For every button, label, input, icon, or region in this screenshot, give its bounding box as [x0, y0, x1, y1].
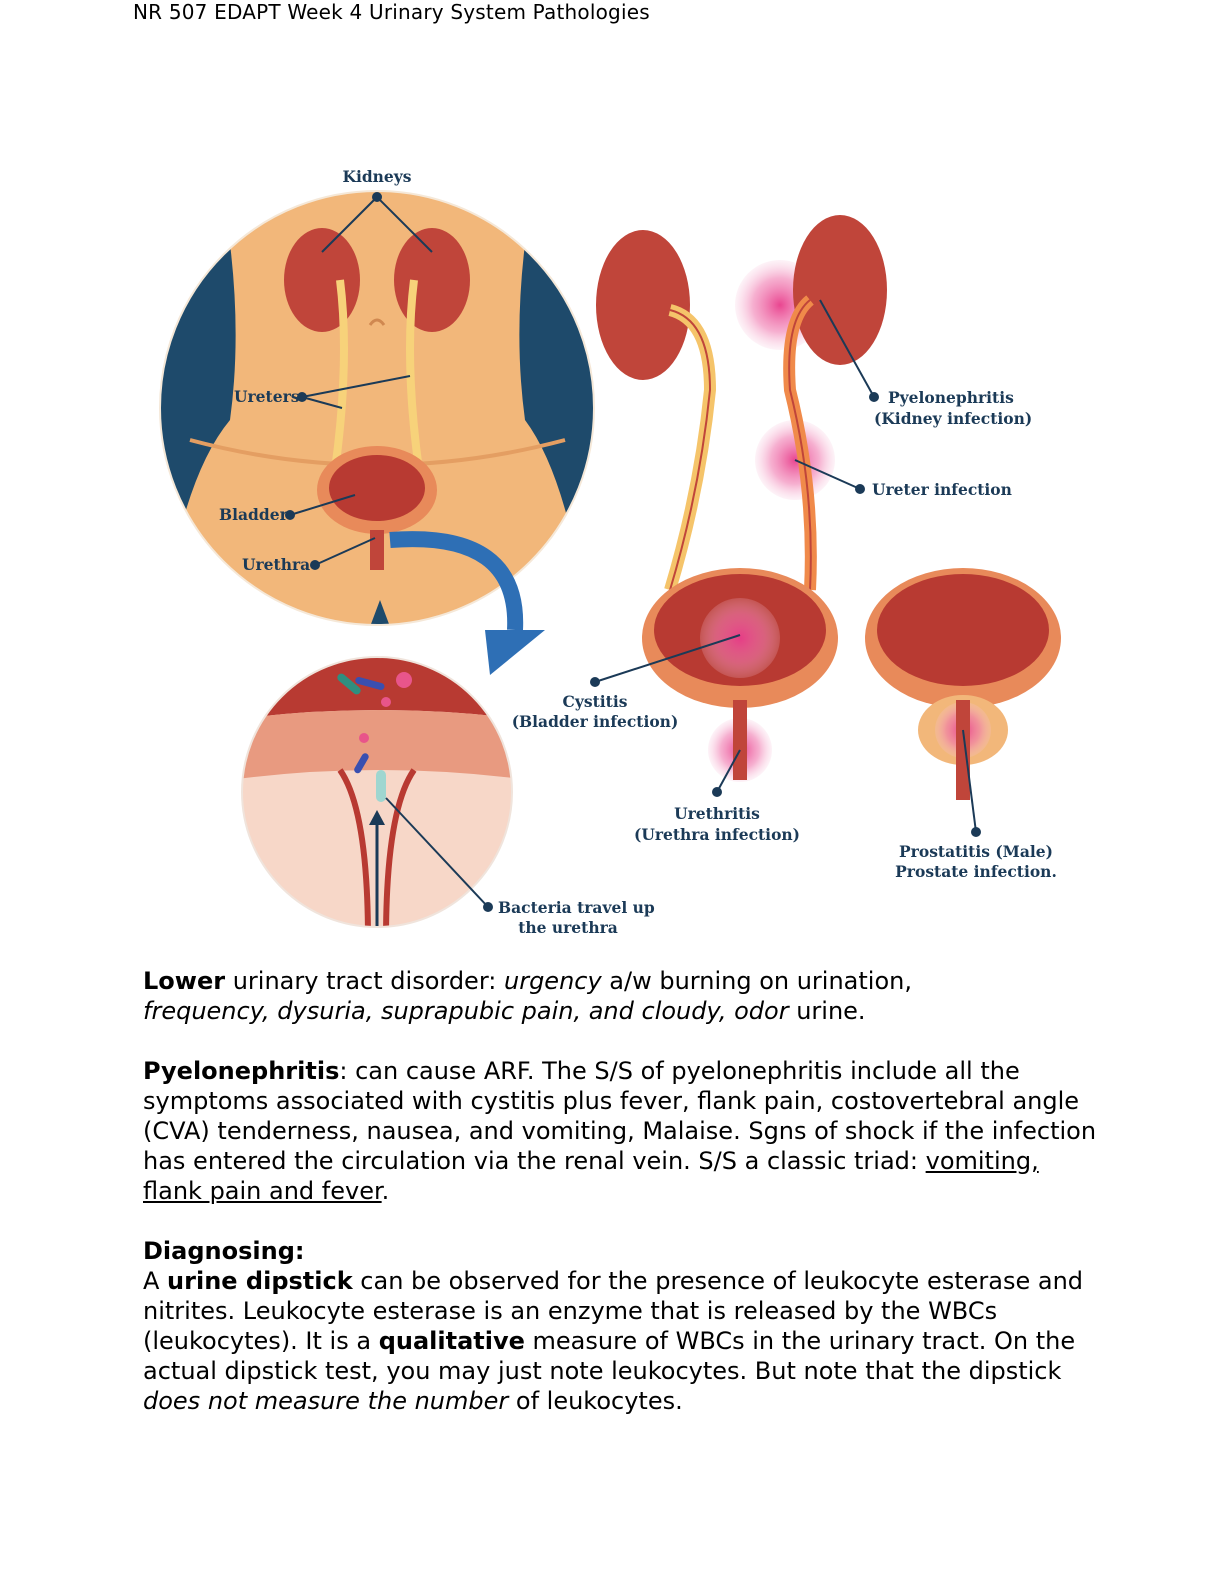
curved-arrow	[389, 531, 524, 631]
paragraph-pyelonephritis: Pyelonephritis: can cause ARF. The S/S o…	[143, 1057, 1097, 1205]
label-urethritis-2: (Urethra infection)	[634, 825, 800, 844]
label-ureters: Ureters	[234, 387, 300, 406]
label-cystitis-1: Cystitis	[563, 692, 628, 711]
paragraph-diagnosing: Diagnosing:A urine dipstick can be obser…	[143, 1237, 1084, 1415]
right-kidney-shape	[394, 228, 470, 332]
diagram-left-kidney	[596, 230, 690, 380]
torso-circle	[160, 191, 594, 625]
label-urethra: Urethra	[242, 555, 310, 574]
label-prostatitis-2: Prostate infection.	[895, 862, 1057, 881]
label-kidneys: Kidneys	[342, 167, 411, 186]
diagram-right-kidney	[793, 215, 887, 365]
label-bacteria-2: the urethra	[518, 918, 618, 937]
label-prostatitis-1: Prostatitis (Male)	[899, 842, 1053, 861]
label-urethritis-1: Urethritis	[674, 804, 760, 823]
paragraph-lower-urinary-tract: Lower urinary tract disorder: urgency a/…	[143, 967, 912, 1025]
document-header: NR 507 EDAPT Week 4 Urinary System Patho…	[133, 0, 650, 24]
label-cystitis-2: (Bladder infection)	[512, 712, 679, 731]
diagnosing-heading: Diagnosing:	[143, 1237, 305, 1265]
label-bladder: Bladder	[219, 505, 289, 524]
urethra-closeup-circle	[242, 657, 512, 927]
urinary-tract-infection-illustration: Kidneys Ureters Bladder Urethra Bacteria…	[150, 160, 1080, 950]
label-pyelonephritis-2: (Kidney infection)	[874, 409, 1032, 428]
label-pyelonephritis-1: Pyelonephritis	[888, 388, 1014, 407]
left-kidney-shape	[284, 228, 360, 332]
label-ureter-infection: Ureter infection	[872, 480, 1012, 499]
label-bacteria-1: Bacteria travel up	[498, 898, 655, 917]
